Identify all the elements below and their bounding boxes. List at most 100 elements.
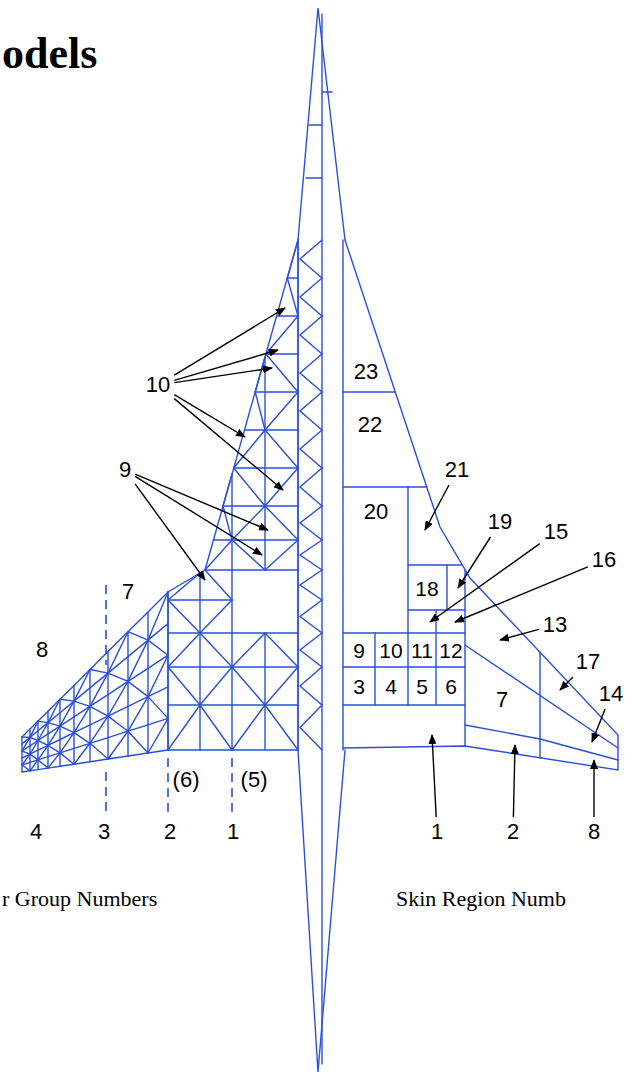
- group-divider: [105, 772, 107, 812]
- mesh-line: [108, 673, 128, 681]
- fuselage-line: [342, 240, 343, 750]
- mesh-line: [30, 721, 38, 737]
- skin-line: [465, 645, 618, 748]
- mesh-line: [38, 760, 48, 768]
- mesh-zigzag: [300, 316, 322, 354]
- callout-number: 7: [496, 689, 508, 711]
- leader-arrow: [593, 760, 594, 817]
- mesh-line: [265, 667, 298, 705]
- mesh-line: [232, 705, 265, 750]
- callout-number: 4: [30, 821, 42, 843]
- mesh-line: [147, 612, 148, 753]
- callout-number: 19: [488, 511, 512, 533]
- mesh-line: [108, 681, 128, 716]
- mesh-line: [200, 633, 232, 667]
- mesh-line: [168, 632, 298, 633]
- mesh-zigzag: [300, 354, 322, 392]
- mesh-zigzag: [300, 468, 322, 506]
- mesh-line: [245, 429, 299, 430]
- leader-arrow: [425, 485, 449, 530]
- mesh-spanwise: [22, 655, 168, 751]
- mesh-line: [255, 392, 265, 430]
- mesh-line: [232, 540, 265, 570]
- mesh-line: [60, 753, 74, 764]
- mesh-line: [266, 354, 298, 392]
- leader-arrow: [174, 395, 245, 437]
- leader-arrow: [174, 368, 272, 383]
- mesh-line: [90, 706, 108, 716]
- mesh-line: [234, 468, 265, 506]
- mesh-line: [168, 573, 200, 600]
- mesh-line: [148, 655, 168, 696]
- mesh-line: [48, 723, 60, 727]
- mesh-line: [59, 699, 60, 766]
- callout-number: 8: [588, 821, 600, 843]
- mesh-line: [90, 670, 108, 674]
- mesh-line: [48, 745, 60, 753]
- mesh-line: [148, 718, 168, 753]
- callout-number: (5): [241, 769, 268, 791]
- leader-arrow: [174, 350, 278, 380]
- group-divider: [105, 585, 107, 665]
- mesh-line: [199, 573, 200, 750]
- mesh-spanwise: [22, 718, 168, 765]
- mesh-line: [223, 505, 298, 506]
- mesh-zigzag: [300, 430, 322, 468]
- mesh-zigzag: [300, 633, 322, 667]
- leading-edge: [168, 240, 298, 592]
- callout-number: 7: [122, 581, 134, 603]
- mesh-line: [128, 632, 148, 640]
- callout-number: 3: [98, 821, 110, 843]
- mesh-line: [168, 633, 200, 667]
- mesh-line: [90, 743, 108, 759]
- mesh-line: [168, 600, 200, 633]
- mesh-zigzag: [300, 240, 322, 278]
- mesh-line: [108, 632, 128, 673]
- leader-arrow: [174, 399, 283, 490]
- mesh-line: [200, 600, 232, 633]
- mesh-zigzag: [300, 392, 322, 430]
- mesh-line: [264, 633, 265, 750]
- mesh-line: [287, 278, 298, 316]
- callout-number: 12: [439, 640, 462, 661]
- leader-arrow: [432, 735, 436, 817]
- mesh-line: [108, 731, 128, 759]
- mesh-zigzag: [300, 600, 322, 633]
- callout-number: 6: [445, 676, 457, 697]
- group-divider: [167, 758, 169, 812]
- skin-line: [407, 487, 408, 705]
- mesh-line: [22, 737, 30, 751]
- mesh-line: [38, 745, 48, 760]
- callout-number: 23: [354, 361, 378, 383]
- mesh-line: [22, 754, 30, 765]
- mesh-line: [255, 391, 298, 392]
- leader-arrow: [458, 537, 491, 588]
- fuselage-line: [306, 177, 322, 178]
- callout-number: 9: [119, 459, 131, 481]
- mesh-line: [74, 743, 90, 764]
- mesh-line: [128, 731, 148, 753]
- mesh-line: [232, 506, 265, 540]
- callout-number: (6): [173, 769, 200, 791]
- callout-number: 15: [544, 521, 568, 543]
- leader-arrow: [135, 476, 262, 555]
- skin-line: [465, 725, 540, 739]
- mesh-line: [167, 592, 168, 750]
- mesh-line: [200, 667, 232, 705]
- callout-number: 20: [364, 501, 388, 523]
- callout-number: 1: [227, 821, 239, 843]
- callout-number: 10: [379, 640, 402, 661]
- skin-line: [343, 704, 465, 705]
- skin-line: [540, 739, 618, 760]
- mesh-line: [205, 569, 298, 570]
- mesh-line: [47, 711, 48, 768]
- callout-number: 10: [146, 374, 170, 396]
- mesh-line: [30, 737, 38, 740]
- skin-line: [343, 666, 465, 667]
- mesh-line: [265, 430, 298, 468]
- mesh-line: [168, 705, 200, 750]
- callout-number: 11: [411, 640, 433, 661]
- mesh-line: [90, 716, 108, 743]
- callout-number: 1: [431, 821, 443, 843]
- callout-number: 21: [445, 459, 469, 481]
